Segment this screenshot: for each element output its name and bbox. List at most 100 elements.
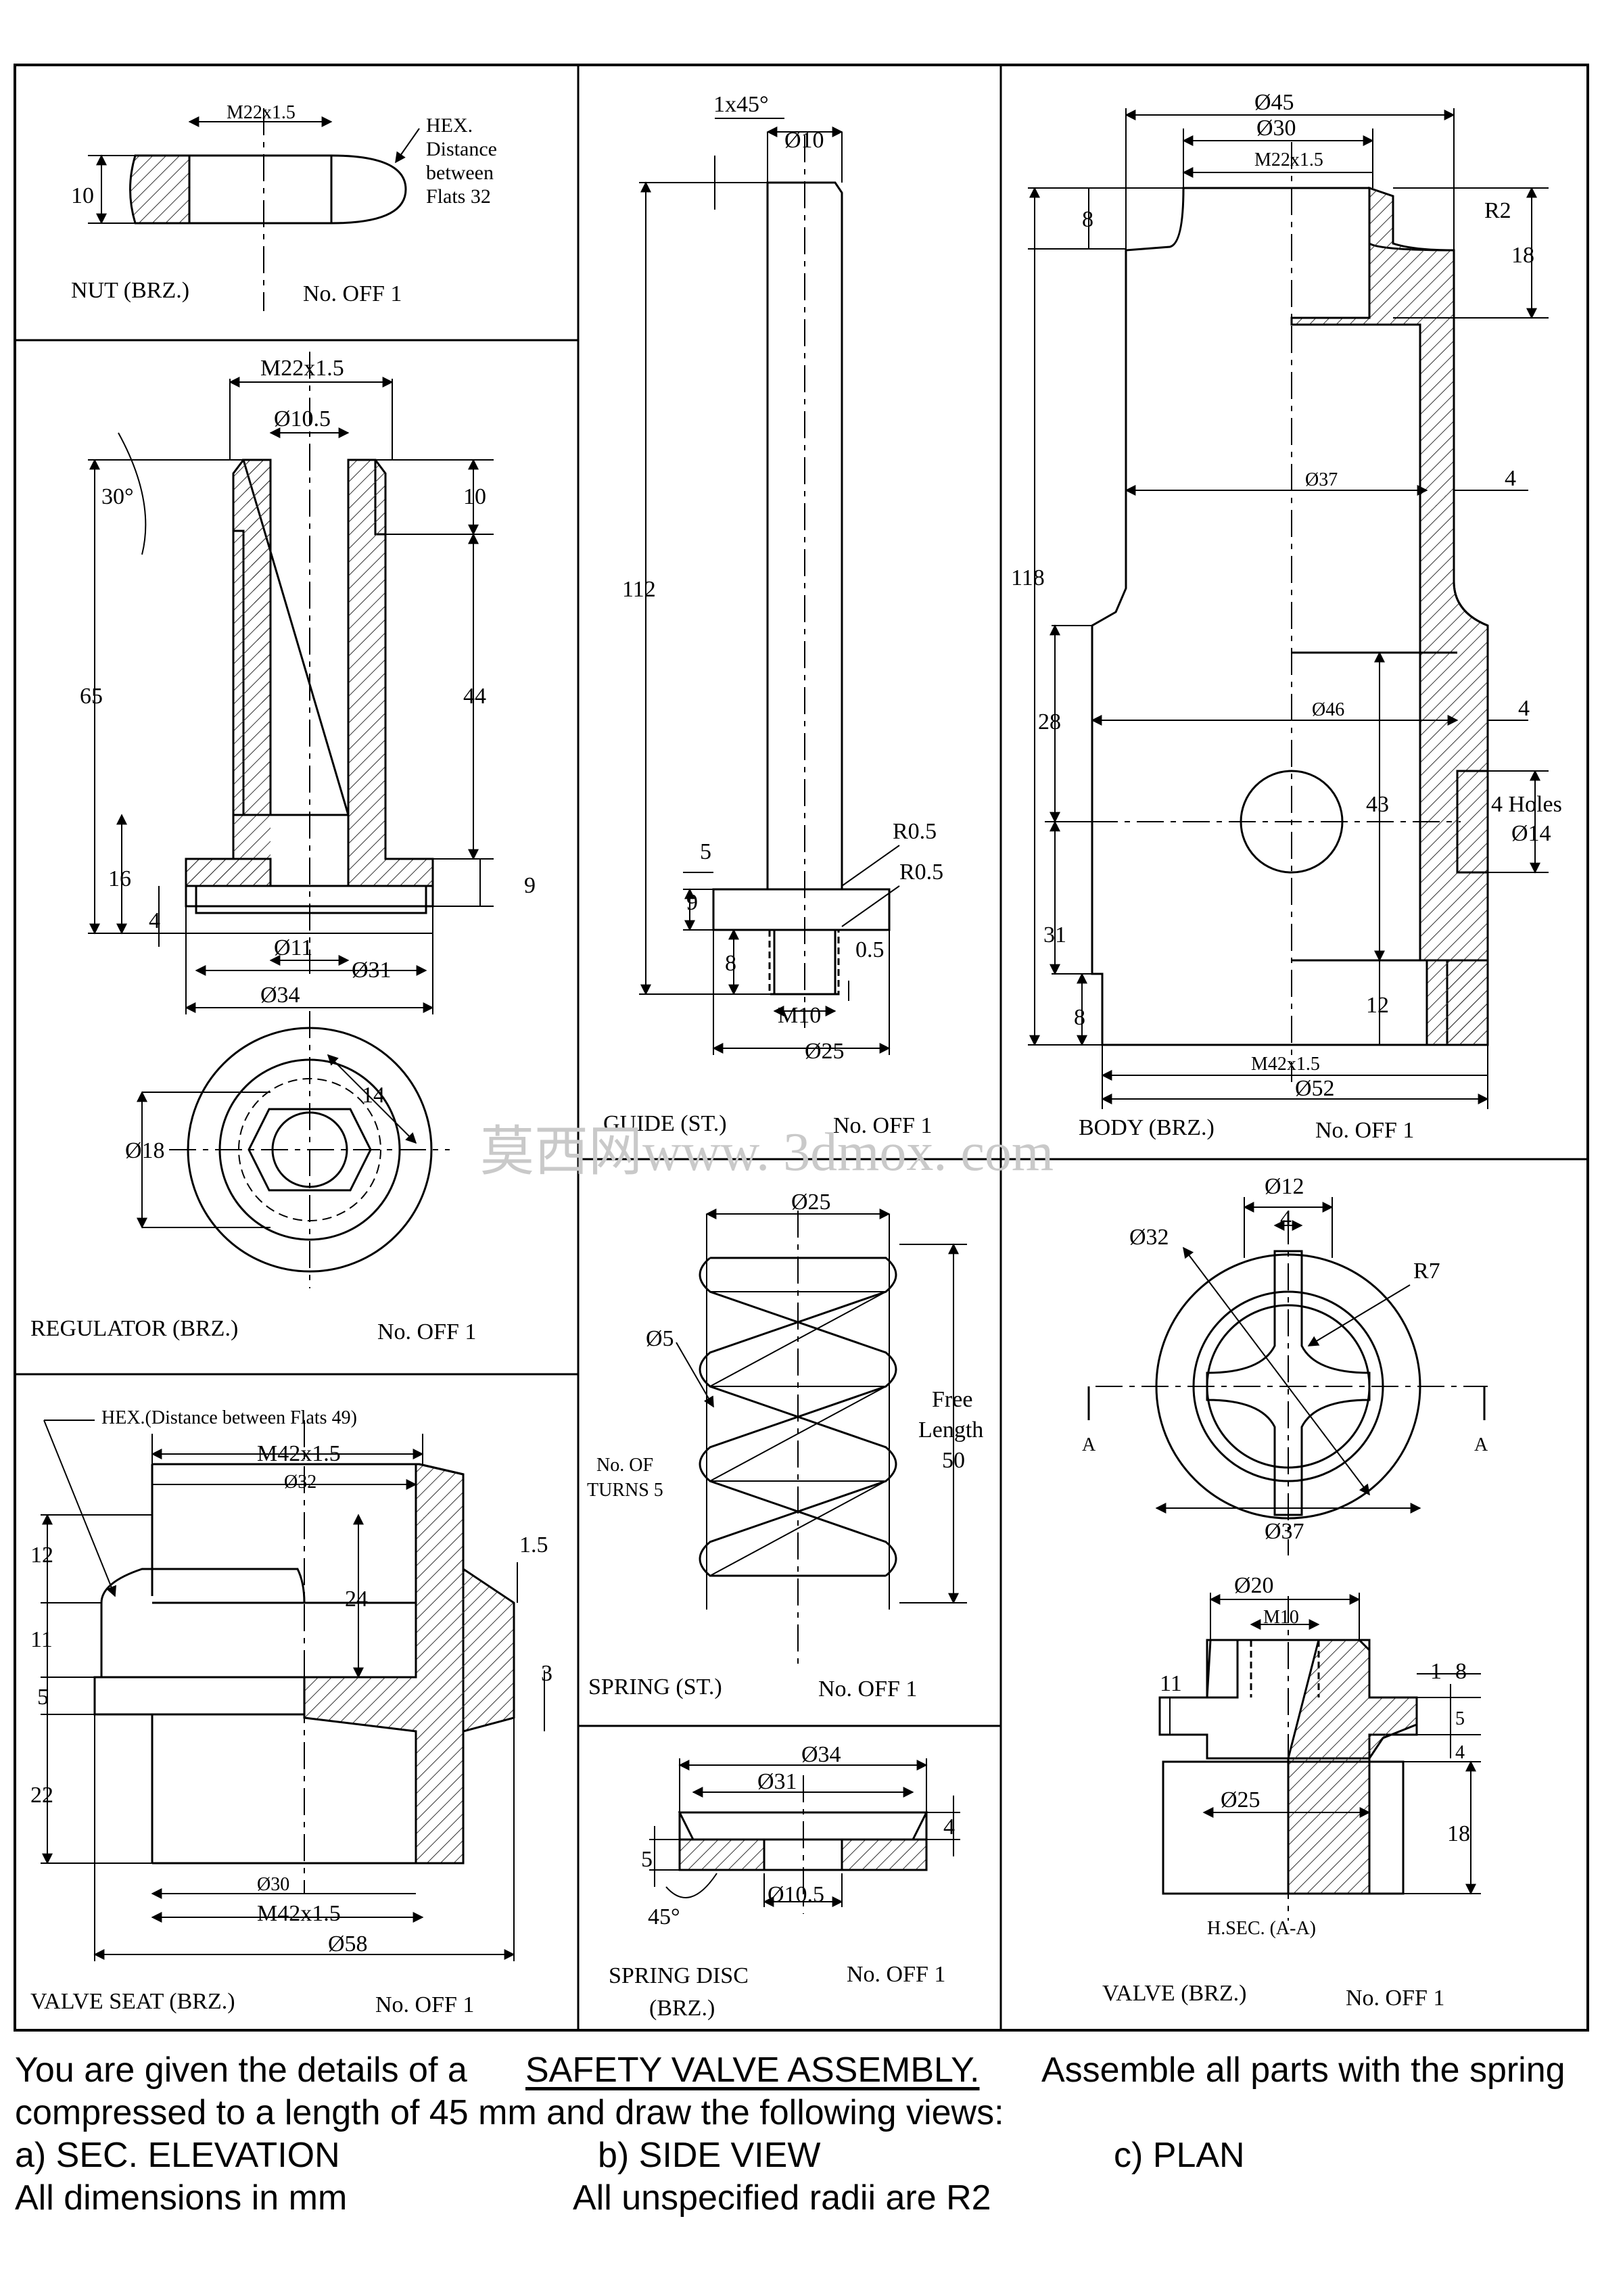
spring-disc-title: SPRING DISC bbox=[609, 1963, 749, 1988]
body-dim-8: 8 bbox=[1082, 207, 1093, 232]
body-drawing bbox=[1028, 108, 1549, 1109]
valve-dim-4: 4 bbox=[1280, 1206, 1292, 1231]
body-dim-18: 18 bbox=[1511, 243, 1534, 268]
instruction-text: compressed to a length of 45 mm and draw… bbox=[15, 2093, 1004, 2132]
nut-drawing bbox=[88, 108, 420, 311]
regulator-drawing bbox=[88, 352, 494, 1288]
guide-drawing bbox=[639, 118, 900, 1055]
body-thread-top: M22x1.5 bbox=[1254, 149, 1323, 170]
valve-title: VALVE (BRZ.) bbox=[1102, 1981, 1246, 2006]
valve-dia-12: Ø12 bbox=[1265, 1174, 1304, 1199]
regulator-bore: Ø10.5 bbox=[274, 406, 331, 431]
valve-dim-5: 5 bbox=[1455, 1708, 1465, 1729]
regulator-dia-31: Ø31 bbox=[352, 958, 392, 983]
instruction-text: Assemble all parts with the spring bbox=[1041, 2051, 1565, 2090]
body-thread-bottom: M42x1.5 bbox=[1251, 1054, 1320, 1075]
valve-dia-32: Ø32 bbox=[1129, 1225, 1169, 1250]
valve-seat-dim-5: 5 bbox=[37, 1685, 49, 1710]
valve-seat-hex-note: HEX.(Distance between Flats 49) bbox=[101, 1407, 357, 1428]
valve-r7: R7 bbox=[1413, 1259, 1440, 1284]
body-dia-46: Ø46 bbox=[1312, 699, 1344, 720]
nut-height-dim: 10 bbox=[71, 183, 94, 208]
spring-title: SPRING (ST.) bbox=[588, 1674, 722, 1700]
valve-dia-37: Ø37 bbox=[1265, 1519, 1304, 1544]
regulator-dia-11: Ø11 bbox=[274, 935, 312, 960]
valve-section-a: A bbox=[1082, 1434, 1096, 1455]
spring-disc-bore: Ø10.5 bbox=[768, 1882, 824, 1907]
spring-disc-dia-31: Ø31 bbox=[757, 1769, 797, 1794]
valve-dim-4b: 4 bbox=[1455, 1742, 1465, 1763]
regulator-dim-65: 65 bbox=[80, 684, 103, 709]
body-dia-45: Ø45 bbox=[1254, 90, 1294, 115]
valve-seat-dia-30: Ø30 bbox=[257, 1874, 289, 1895]
nut-hex-note: Distance bbox=[426, 138, 497, 160]
body-dia-37: Ø37 bbox=[1305, 469, 1338, 490]
valve-seat-drawing bbox=[41, 1420, 545, 1961]
body-qty: No. OFF 1 bbox=[1315, 1118, 1414, 1143]
units-note: All dimensions in mm bbox=[15, 2178, 348, 2218]
body-r2: R2 bbox=[1484, 198, 1511, 223]
body-dim-43: 43 bbox=[1366, 792, 1389, 817]
spring-free-length: 50 bbox=[942, 1448, 965, 1473]
watermark: 莫西网www. 3dmox. com bbox=[480, 1123, 1054, 1182]
spring-turns: No. OF bbox=[596, 1455, 653, 1476]
valve-dia-25: Ø25 bbox=[1221, 1787, 1261, 1812]
nut-hex-note: HEX. bbox=[426, 114, 473, 137]
valve-thread: M10 bbox=[1263, 1607, 1299, 1628]
regulator-dim-16: 16 bbox=[108, 866, 131, 891]
body-wall-4b: 4 bbox=[1518, 696, 1530, 721]
regulator-title: REGULATOR (BRZ.) bbox=[30, 1316, 238, 1341]
body-wall-4a: 4 bbox=[1505, 466, 1516, 491]
valve-qty: No. OFF 1 bbox=[1346, 1986, 1444, 2011]
spring-disc-title: (BRZ.) bbox=[649, 1996, 715, 2021]
regulator-dia-34: Ø34 bbox=[260, 983, 300, 1008]
regulator-dia-18: Ø18 bbox=[125, 1138, 165, 1163]
regulator-dim-10: 10 bbox=[463, 484, 486, 509]
spring-disc-angle: 45° bbox=[648, 1904, 680, 1929]
view-c: c) PLAN bbox=[1114, 2136, 1245, 2175]
spring-turns: TURNS 5 bbox=[587, 1480, 663, 1501]
nut-qty: No. OFF 1 bbox=[303, 281, 402, 306]
guide-length: 112 bbox=[622, 577, 656, 602]
valve-seat-dim-3: 3 bbox=[541, 1661, 552, 1686]
valve-seat-dim-11: 11 bbox=[30, 1627, 53, 1652]
body-holes: 4 Holes bbox=[1491, 792, 1562, 817]
valve-seat-dia-32: Ø32 bbox=[284, 1472, 316, 1493]
spring-qty: No. OFF 1 bbox=[818, 1677, 917, 1702]
valve-seat-title: VALVE SEAT (BRZ.) bbox=[30, 1989, 235, 2014]
guide-dim-8: 8 bbox=[725, 951, 736, 976]
valve-seat-qty: No. OFF 1 bbox=[375, 1992, 474, 2017]
valve-section-note: H.SEC. (A-A) bbox=[1207, 1918, 1316, 1939]
valve-dim-1: 1 bbox=[1430, 1659, 1442, 1684]
valve-dia-20: Ø20 bbox=[1234, 1573, 1274, 1598]
spring-dia-coil: Ø25 bbox=[791, 1190, 831, 1215]
guide-chamfer: 1x45° bbox=[713, 92, 769, 117]
guide-r1: R0.5 bbox=[893, 819, 937, 844]
view-a: a) SEC. ELEVATION bbox=[15, 2136, 340, 2175]
body-dim-28: 28 bbox=[1038, 709, 1061, 734]
valve-dim-11: 11 bbox=[1160, 1671, 1182, 1696]
body-height-118: 118 bbox=[1011, 565, 1045, 590]
valve-seat-thread-bottom: M42x1.5 bbox=[257, 1901, 341, 1926]
valve-seat-thread-top: M42x1.5 bbox=[257, 1441, 341, 1466]
body-title: BODY (BRZ.) bbox=[1079, 1115, 1215, 1140]
nut-title: NUT (BRZ.) bbox=[71, 278, 189, 303]
nut-hex-note: Flats 32 bbox=[426, 185, 491, 208]
valve-seat-dim-15: 1.5 bbox=[519, 1532, 548, 1557]
regulator-thread: M22x1.5 bbox=[260, 356, 344, 381]
spring-drawing bbox=[676, 1209, 967, 1664]
view-b: b) SIDE VIEW bbox=[598, 2136, 821, 2175]
valve-seat-dim-24: 24 bbox=[345, 1587, 368, 1612]
valve-dim-8: 8 bbox=[1455, 1659, 1467, 1684]
valve-seat-dim-22: 22 bbox=[30, 1783, 53, 1808]
body-dia-30: Ø30 bbox=[1256, 116, 1296, 141]
regulator-dim-9: 9 bbox=[524, 873, 536, 898]
spring-disc-dim-5: 5 bbox=[641, 1847, 653, 1872]
guide-title: GUIDE (ST.) bbox=[603, 1111, 727, 1136]
spring-free-length: Free bbox=[932, 1387, 972, 1412]
guide-dim-5: 5 bbox=[700, 839, 711, 864]
radii-note: All unspecified radii are R2 bbox=[573, 2178, 991, 2218]
assignment-instructions: You are given the details of a SAFETY VA… bbox=[15, 2049, 1591, 2220]
regulator-dim-4: 4 bbox=[149, 908, 160, 933]
spring-disc-qty: No. OFF 1 bbox=[847, 1962, 945, 1987]
